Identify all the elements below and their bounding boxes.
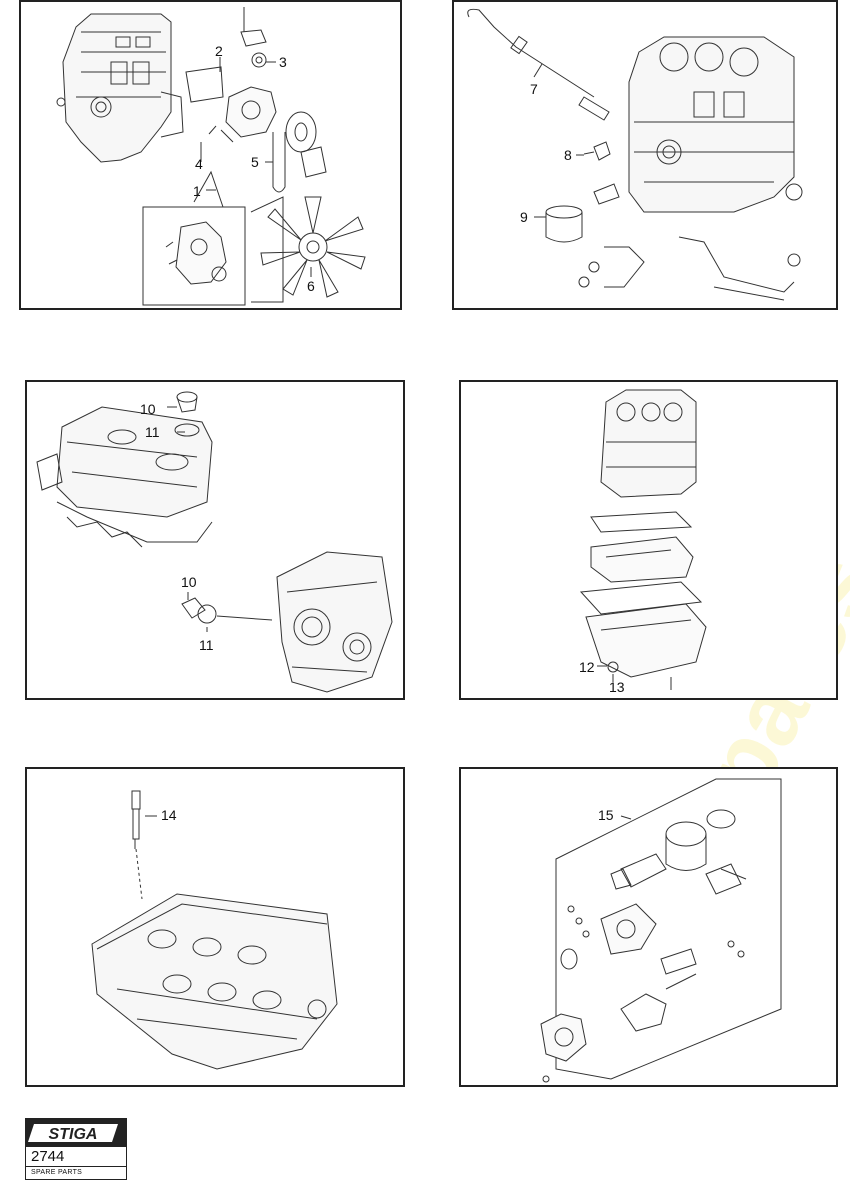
callout-2: 2 bbox=[215, 43, 223, 59]
callout-9: 9 bbox=[520, 209, 528, 225]
brand-text: STIGA bbox=[49, 1126, 98, 1143]
callout-13: 13 bbox=[609, 679, 625, 695]
callout-5: 5 bbox=[251, 154, 259, 170]
callout-3: 3 bbox=[279, 54, 287, 70]
panel-lubrication[interactable]: 7 8 9 bbox=[452, 0, 838, 310]
catalog-number: 2744 bbox=[26, 1147, 126, 1167]
cylinder-head-diagram bbox=[91, 790, 338, 1070]
oil-pan-diagram bbox=[579, 389, 707, 690]
lubrication-diagram bbox=[467, 8, 803, 301]
callout-11-bottom: 11 bbox=[199, 637, 214, 653]
callout-4: 4 bbox=[195, 156, 203, 172]
stiga-logo: STIGA 2744 SPARE PARTS bbox=[25, 1118, 127, 1180]
callout-11-top: 11 bbox=[145, 424, 160, 440]
starter-diagram bbox=[540, 778, 782, 1083]
callout-10-top: 10 bbox=[140, 401, 156, 417]
callout-1: 1 bbox=[193, 183, 201, 199]
stiga-brand-mark: STIGA bbox=[26, 1119, 126, 1147]
cooling-diagram bbox=[56, 7, 366, 306]
callout-6: 6 bbox=[307, 278, 315, 294]
callout-15: 15 bbox=[598, 807, 614, 823]
spare-parts-label: SPARE PARTS bbox=[31, 1169, 83, 1176]
panel-cooling[interactable]: 1 2 3 4 5 6 bbox=[19, 0, 402, 310]
covers-diagram bbox=[36, 391, 393, 693]
callout-7: 7 bbox=[530, 81, 538, 97]
callout-8: 8 bbox=[564, 147, 572, 163]
panel-starter[interactable]: 15 bbox=[459, 767, 838, 1087]
panel-oil-pan[interactable]: 12 13 bbox=[459, 380, 838, 700]
callout-10-bottom: 10 bbox=[181, 574, 197, 590]
panel-cylinder-head[interactable]: 14 bbox=[25, 767, 405, 1087]
panel-covers[interactable]: 10 11 10 11 bbox=[25, 380, 405, 700]
callout-14: 14 bbox=[161, 807, 177, 823]
callout-12: 12 bbox=[579, 659, 595, 675]
stiga-logo-icon: STIGA bbox=[28, 1124, 118, 1143]
